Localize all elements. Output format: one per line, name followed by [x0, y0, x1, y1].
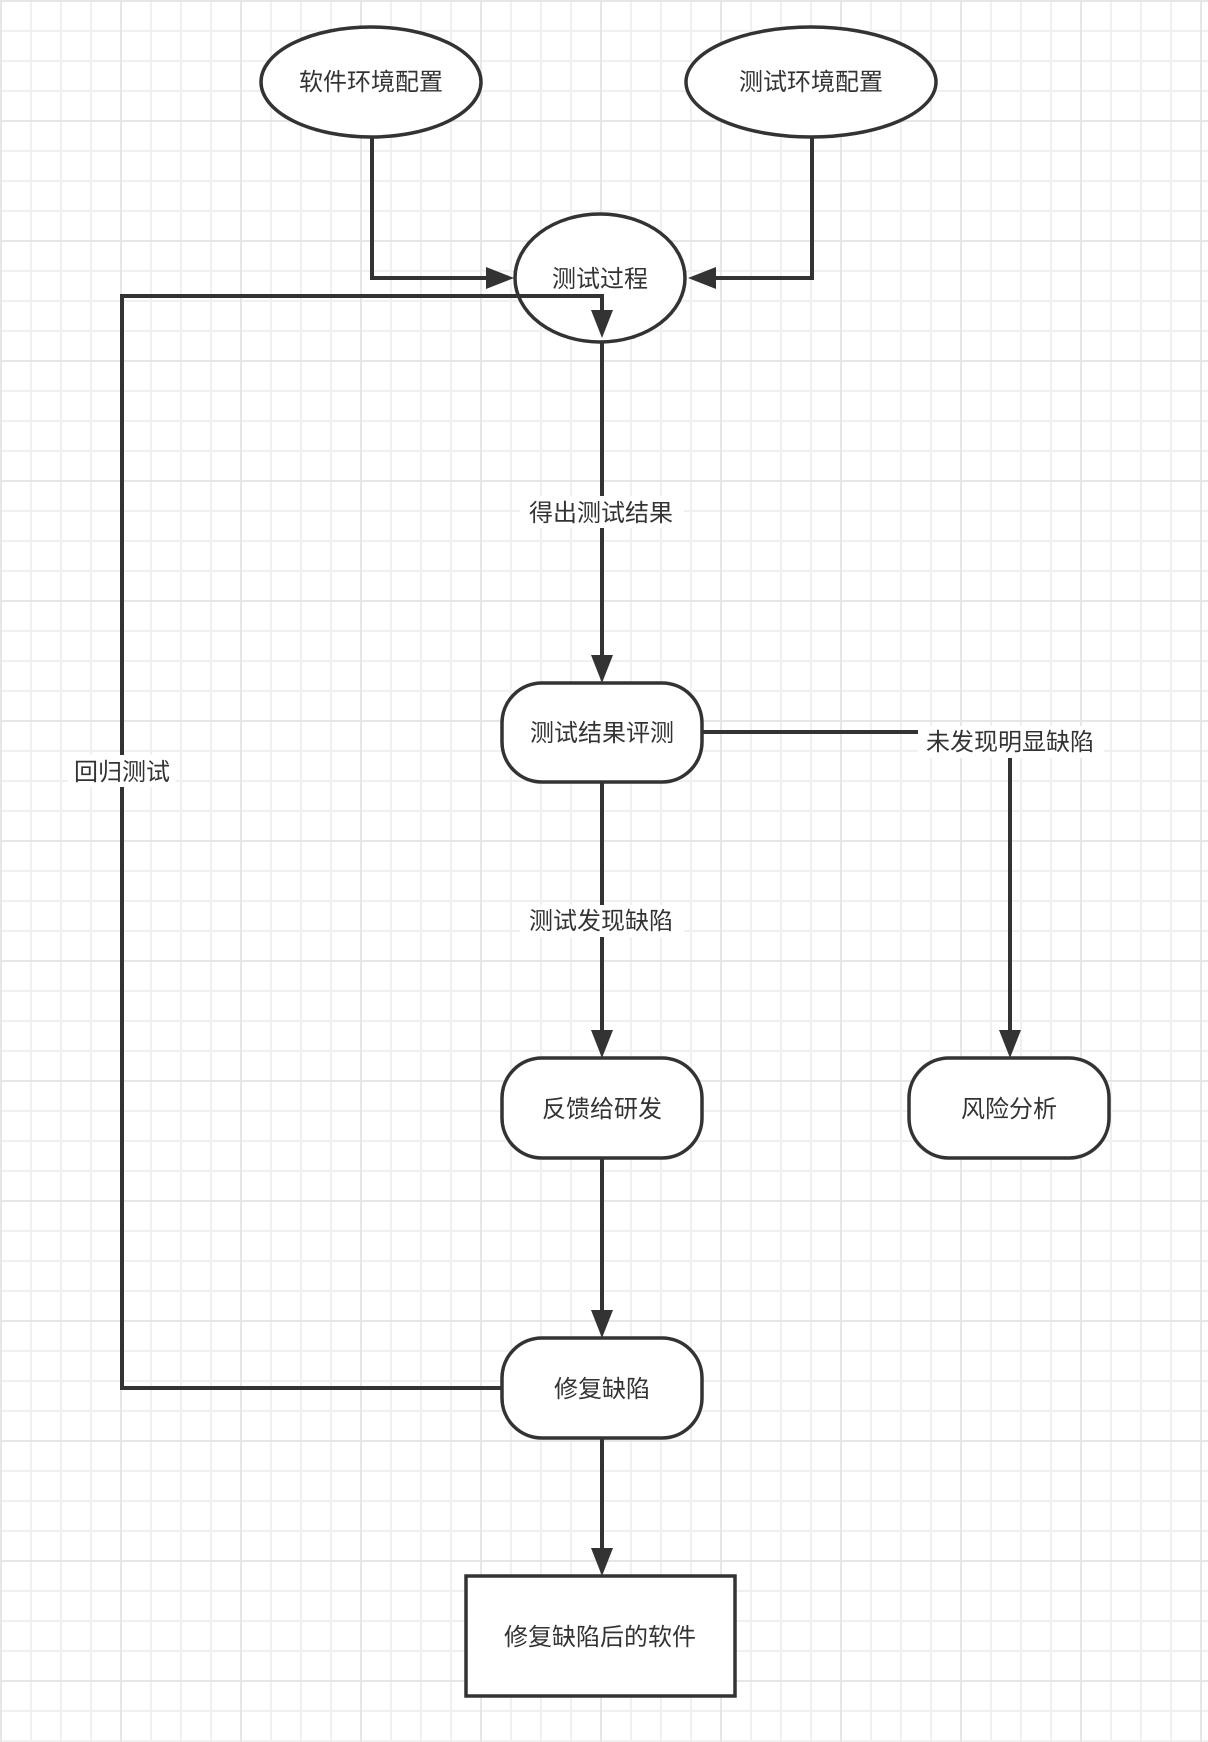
- node-risk[interactable]: 风险分析: [907, 1056, 1111, 1160]
- node-label: 测试环境配置: [739, 68, 883, 96]
- edge-label-text: 测试发现缺陷: [529, 907, 673, 935]
- edge-label-text: 未发现明显缺陷: [926, 728, 1094, 756]
- node-result-eval[interactable]: 测试结果评测: [500, 681, 704, 784]
- arrowhead-icon: [591, 1310, 613, 1338]
- edge-label-regression: 回归测试: [68, 755, 176, 787]
- edge-label-no-defects: 未发现明显缺陷: [918, 726, 1104, 758]
- node-label: 测试过程: [552, 265, 648, 293]
- arrowhead-icon: [486, 267, 514, 289]
- edge-label-defects-found: 测试发现缺陷: [520, 905, 684, 937]
- node-label: 风险分析: [961, 1095, 1057, 1123]
- node-feedback[interactable]: 反馈给研发: [500, 1056, 704, 1160]
- node-fixed-software[interactable]: 修复缺陷后的软件: [464, 1574, 737, 1698]
- edge-software-env-to-test-process: [370, 137, 490, 280]
- node-test-process[interactable]: 测试过程: [513, 212, 687, 344]
- node-label: 修复缺陷后的软件: [504, 1623, 696, 1651]
- node-label: 反馈给研发: [542, 1095, 662, 1123]
- edge-fix-to-test-process: [120, 294, 613, 1390]
- node-label: 修复缺陷: [554, 1375, 650, 1403]
- node-fix[interactable]: 修复缺陷: [500, 1336, 704, 1440]
- arrowhead-icon: [591, 655, 613, 683]
- node-test-env[interactable]: 测试环境配置: [684, 25, 938, 139]
- node-label: 测试结果评测: [530, 719, 674, 747]
- arrowhead-icon: [591, 1030, 613, 1058]
- edge-test-env-to-test-process: [712, 137, 814, 280]
- edge-label-results: 得出测试结果: [520, 496, 684, 528]
- arrowhead-icon: [591, 310, 613, 338]
- arrowhead-icon: [688, 267, 716, 289]
- edge-label-text: 回归测试: [74, 758, 170, 786]
- arrowhead-icon: [999, 1030, 1021, 1058]
- edge-label-text: 得出测试结果: [529, 499, 673, 527]
- node-label: 软件环境配置: [299, 68, 443, 96]
- node-software-env[interactable]: 软件环境配置: [259, 25, 483, 139]
- edge-result-eval-to-risk: [702, 730, 1012, 1035]
- arrowhead-icon: [591, 1548, 613, 1576]
